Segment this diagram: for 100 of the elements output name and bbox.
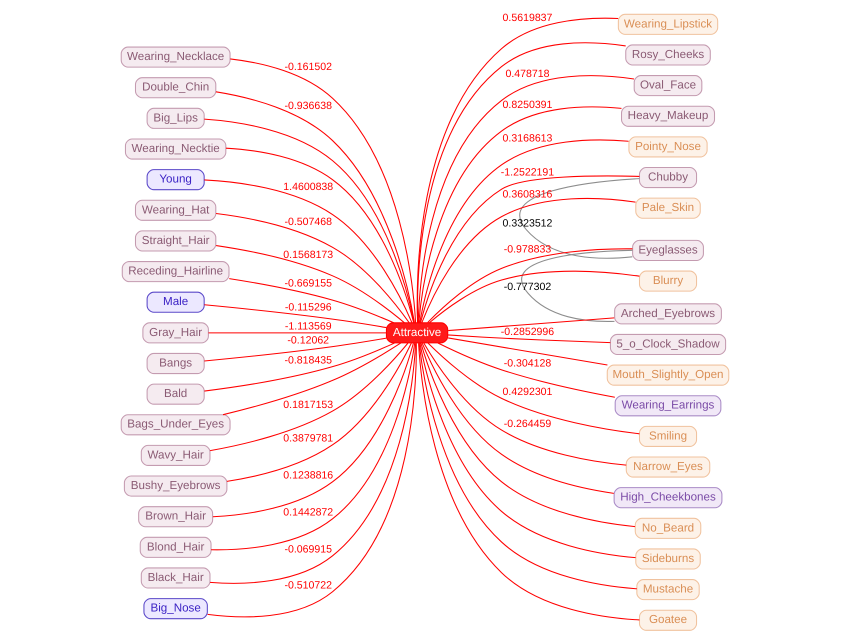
connector: [222, 342, 401, 416]
node-box: Male: [146, 292, 204, 313]
node-box: Arched_Eyebrows: [614, 303, 722, 324]
edge-label: 0.1568173: [282, 248, 333, 261]
node-box: Wearing_Earrings: [614, 395, 721, 416]
edge-label: 0.3879781: [282, 432, 333, 445]
edge-label: -0.818435: [284, 354, 332, 366]
connector: [204, 118, 414, 323]
node-box: Heavy_Makeup: [620, 106, 715, 127]
node-box: Bushy_Eyebrows: [123, 476, 227, 497]
edge-label: 0.1442872: [282, 506, 333, 519]
edge-label: 0.4292301: [502, 386, 552, 398]
connector: [426, 248, 632, 323]
connector: [204, 338, 386, 362]
edge-label: -0.507468: [284, 216, 332, 228]
node-box: Wearing_Lipstick: [617, 14, 718, 35]
connector: [420, 342, 635, 528]
edge-label: 1.4600838: [282, 181, 333, 194]
node-box: Chubby: [638, 166, 697, 188]
connector: [204, 304, 386, 328]
connector: [427, 342, 639, 434]
edge-label: -0.12062: [286, 334, 329, 346]
connector: [210, 342, 408, 452]
node-box: Goatee: [638, 610, 697, 631]
node-box: Bald: [146, 384, 204, 405]
node-box: Sideburns: [634, 548, 700, 570]
node-box: Eyeglasses: [632, 240, 704, 261]
node-box: Big_Lips: [146, 108, 204, 129]
node-box: Bags_Under_Eyes: [120, 414, 230, 436]
connector: [420, 198, 636, 323]
edge-label: -0.264459: [503, 418, 551, 430]
connector: [420, 175, 639, 323]
node-box: Black_Hair: [140, 567, 210, 589]
connector: [448, 317, 614, 332]
connector: [212, 342, 414, 518]
connector: [215, 91, 414, 323]
node-box: Double_Chin: [134, 77, 216, 98]
node-box: Smiling: [638, 426, 697, 447]
connector: [225, 148, 414, 323]
edge-label: -0.936638: [284, 100, 332, 112]
edge-label: -1.2522191: [500, 166, 554, 178]
connector: [421, 342, 614, 494]
edge-label: 0.3323512: [502, 218, 552, 230]
node-box: Narrow_Eyes: [625, 456, 710, 478]
edge-label: -0.161502: [284, 60, 332, 73]
connector: [437, 342, 614, 398]
connector: [226, 342, 412, 482]
connector: [204, 342, 394, 392]
edge-label: -0.2852996: [500, 326, 554, 338]
edge-label: 0.1817153: [282, 398, 333, 411]
edge-label: 0.3608316: [502, 188, 552, 201]
node-box: Wearing_Necklace: [120, 46, 230, 68]
connector: [216, 245, 404, 324]
edge-label: -0.069915: [284, 544, 332, 556]
node-box: Blond_Hair: [139, 536, 212, 558]
node-box: Wearing_Necktie: [124, 138, 226, 160]
node-box: 5_o_Clock_Shadow: [609, 334, 726, 356]
node-box: Receding_Hairline: [121, 261, 230, 282]
connector: [204, 179, 412, 323]
node-box: Oval_Face: [633, 75, 702, 96]
connector: [216, 212, 409, 323]
node-box: Gray_Hair: [142, 322, 208, 344]
node-box: Blurry: [638, 270, 697, 292]
node-box: Pointy_Nose: [628, 136, 708, 158]
connector: [417, 75, 634, 323]
edge-label: 0.8250391: [502, 98, 552, 111]
connector: [422, 342, 626, 466]
connector: [208, 332, 386, 334]
edge-label: -1.113569: [284, 320, 332, 333]
node-box: Young: [146, 169, 204, 190]
node-box: Attractive: [385, 322, 448, 344]
connector: [228, 278, 394, 324]
node-box: Wearing_Hat: [134, 200, 216, 221]
connector: [447, 334, 610, 344]
edge-label: -0.978833: [503, 244, 551, 256]
node-box: Rosy_Cheeks: [624, 44, 710, 66]
node-box: Wavy_Hair: [140, 444, 210, 466]
edge-label: 0.5619837: [502, 12, 552, 24]
edge-label: 0.478718: [504, 68, 549, 80]
connector: [230, 58, 416, 323]
node-box: High_Cheekbones: [613, 487, 722, 508]
edge-label: 0.3168613: [502, 132, 552, 145]
node-box: No_Beard: [634, 518, 701, 539]
edge-label: -0.777302: [503, 281, 551, 294]
node-box: Big_Nose: [142, 598, 208, 620]
edge-label: -0.510722: [284, 580, 332, 592]
connector: [428, 270, 639, 324]
connector: [520, 250, 632, 322]
node-box: Mustache: [636, 579, 700, 600]
connector: [518, 178, 639, 259]
edge-label: 0.1238816: [282, 470, 333, 482]
node-box: Pale_Skin: [634, 198, 700, 219]
node-box: Straight_Hair: [134, 230, 216, 252]
edge-label: -0.115296: [284, 302, 332, 314]
node-box: Brown_Hair: [138, 506, 213, 528]
connector: [448, 337, 608, 366]
edge-label: -0.669155: [284, 277, 332, 290]
connector: [418, 139, 628, 323]
edge-label: -0.304128: [503, 358, 551, 370]
node-box: Mouth_Slightly_Open: [606, 364, 729, 386]
